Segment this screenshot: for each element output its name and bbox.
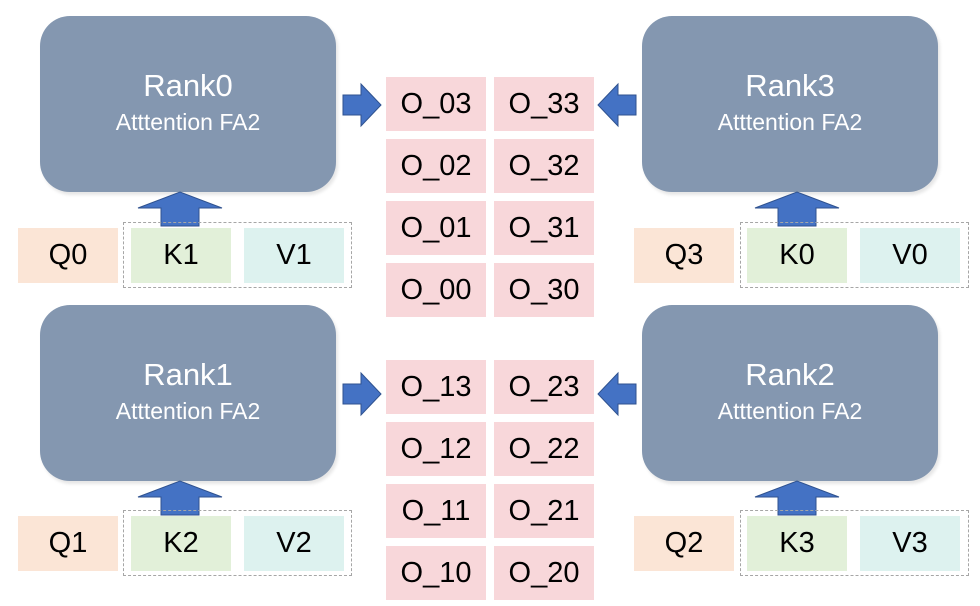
rank1-q-token: Q1	[18, 516, 118, 571]
rank1-box: Rank1 Atttention FA2	[40, 305, 336, 481]
output-cell: O_13	[386, 360, 486, 414]
output-cell: O_02	[386, 139, 486, 193]
rank0-k-token: K1	[131, 228, 231, 283]
rank3-title: Rank3	[745, 68, 835, 103]
output-cell: O_21	[494, 484, 594, 538]
rank2-k-token: K3	[747, 516, 847, 571]
rank1-k-token: K2	[131, 516, 231, 571]
output-cell: O_10	[386, 546, 486, 600]
rank2-v-token: V3	[860, 516, 960, 571]
output-cell: O_00	[386, 263, 486, 317]
output-cell: O_20	[494, 546, 594, 600]
rank1-output-right-arrow-icon	[342, 371, 382, 417]
rank3-k-token: K0	[747, 228, 847, 283]
rank2-title: Rank2	[745, 357, 835, 392]
rank2-box: Rank2 Atttention FA2	[642, 305, 938, 481]
output-cell: O_03	[386, 77, 486, 131]
rank0-output-right-arrow-icon	[342, 82, 382, 128]
rank3-kv-group	[740, 222, 969, 288]
rank2-q-token: Q2	[634, 516, 734, 571]
rank0-kv-group	[123, 222, 352, 288]
rank1-title: Rank1	[143, 357, 233, 392]
output-cell: O_12	[386, 422, 486, 476]
output-cell: O_33	[494, 77, 594, 131]
rank0-q-token: Q0	[18, 228, 118, 283]
output-cell: O_11	[386, 484, 486, 538]
rank1-up-arrow-icon	[137, 480, 223, 516]
rank1-subtitle: Atttention FA2	[115, 398, 261, 424]
rank0-subtitle: Atttention FA2	[115, 109, 261, 135]
rank3-output-left-arrow-icon	[597, 82, 637, 128]
rank0-box: Rank0 Atttention FA2	[40, 16, 336, 192]
rank3-q-token: Q3	[634, 228, 734, 283]
rank3-up-arrow-icon	[754, 191, 840, 227]
output-cell: O_22	[494, 422, 594, 476]
rank3-subtitle: Atttention FA2	[717, 109, 863, 135]
rank0-up-arrow-icon	[137, 191, 223, 227]
output-cell: O_30	[494, 263, 594, 317]
rank2-subtitle: Atttention FA2	[717, 398, 863, 424]
rank0-title: Rank0	[143, 68, 233, 103]
rank2-kv-group	[740, 510, 969, 576]
rank2-up-arrow-icon	[754, 480, 840, 516]
output-cell: O_32	[494, 139, 594, 193]
output-cell: O_31	[494, 201, 594, 255]
rank3-v-token: V0	[860, 228, 960, 283]
rank3-box: Rank3 Atttention FA2	[642, 16, 938, 192]
output-cell: O_23	[494, 360, 594, 414]
rank2-output-left-arrow-icon	[597, 371, 637, 417]
output-cell: O_01	[386, 201, 486, 255]
rank1-v-token: V2	[244, 516, 344, 571]
rank0-v-token: V1	[244, 228, 344, 283]
rank1-kv-group	[123, 510, 352, 576]
